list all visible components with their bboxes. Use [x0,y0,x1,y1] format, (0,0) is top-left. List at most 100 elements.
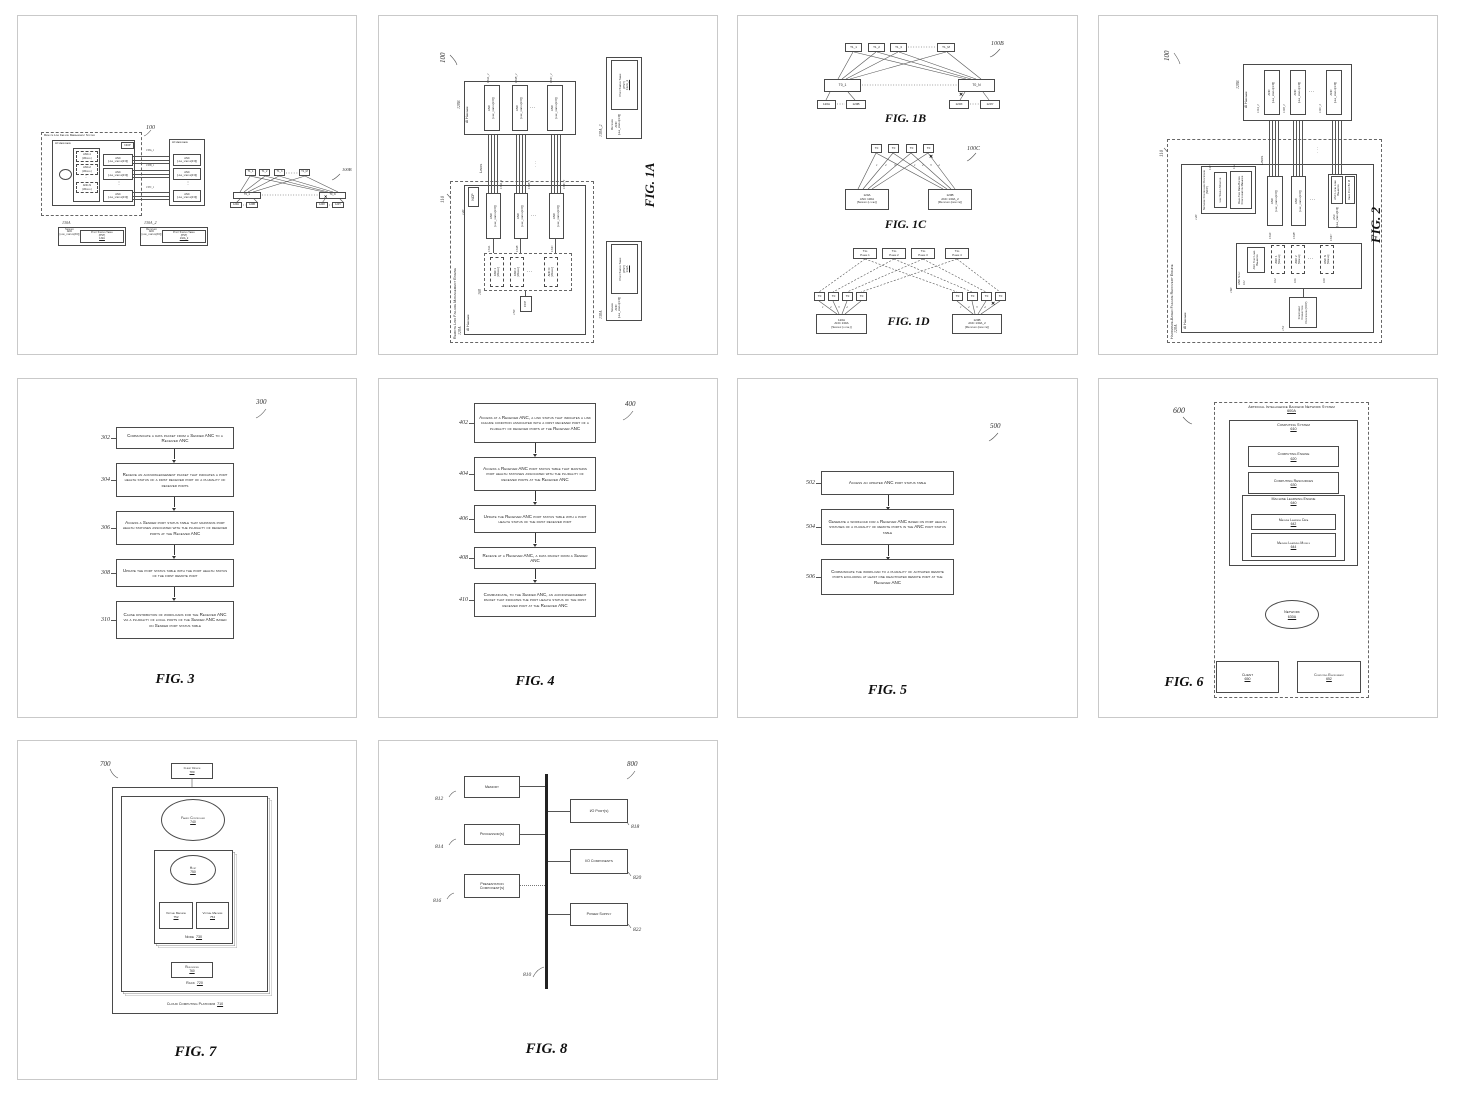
fig1a-ref-100: 100 [439,52,447,64]
front-anc2-cell: ANC-2(Wrkld) [76,164,98,175]
txt: NCP [471,193,476,201]
fig4-step-410: Communicate, to the Sender ANC, an ackno… [474,583,596,617]
fig2-valid-port-bit: Valid Port Bit M [1345,176,1355,204]
sheet-fig1a[interactable]: 100 Remote Link Failure Management Engin… [378,15,718,355]
conn [494,131,495,193]
txt: Receiver [146,227,157,231]
fig3-ref-302: 302 [101,435,110,441]
conn [520,885,545,886]
fig1a-ref-140: 140 [461,209,465,215]
fig2-ref-130c2: 130C_2 [1319,104,1322,113]
front-mini-120y: 120Y [332,202,344,208]
txt: [link_status[3:0]] [554,97,558,119]
sheet-fig8[interactable]: 800 Memory 812 Processor(s) 814 Presenta… [378,740,718,1080]
txt: [link_status[3:0]] [177,174,197,177]
fig1c-num: 2 [885,163,887,167]
sheet-fig4[interactable]: 400 Access at a Receiver ANC, a link sta… [378,378,718,718]
txt: 750 [190,870,196,874]
fig2-vdots-right: ⋮ [1309,89,1315,94]
sheet-front-page[interactable]: Remote Link Failure Management System 10… [17,15,357,355]
front-mini-120b: 120B [246,202,258,208]
txt: 600A [1287,409,1296,414]
flow-arrow [886,545,890,560]
conn [1275,115,1276,176]
txt: 650 [1244,677,1251,681]
fig4-step-406: Update the Receiver ANC port status tabl… [474,505,596,533]
fig1d-num: 1 [822,305,824,309]
fig4-ref-404: 404 [459,471,468,477]
conn [111,573,116,574]
fig1b-t1-1: T1_1 [845,43,862,52]
txt: [link_status[3:0]] [177,196,197,199]
conn [133,170,173,171]
conn [493,239,494,253]
txt: ANC [115,170,121,174]
txt: [link_status[3:0]] [1297,81,1301,104]
fig2-ref-130b2: 130B_2 [1283,104,1286,113]
txt: 120B [973,317,981,322]
fig5-leader [988,432,999,442]
conn [111,480,116,481]
front-ref-130b1: 130B_1 [146,164,155,167]
conn [1293,115,1294,176]
fig3-step-308: Update the port status table with the po… [116,559,234,587]
txt: T0 [845,293,850,298]
fig3-step-302: Communicate a data packet from a Sender … [116,427,234,449]
txt: 710 [217,1002,224,1006]
txt: Generate a workload for a Receiver ANC b… [828,519,947,535]
sheet-fig3[interactable]: 300 Communicate a data packet from a Sen… [17,378,357,718]
txt: T0_N [972,83,981,88]
sheet-fig6[interactable]: 600 Artificial Intelligence Backend Netw… [1098,378,1438,718]
fig2-ncp-title: Network Controller Processor (NCP) [1202,170,1210,210]
fig1a-rotated-drawing: 100 Remote Link Failure Management Engin… [384,21,714,351]
txt: T1_2 [873,44,880,49]
fig1d-t0-l3: T0 [842,292,853,301]
conn [469,558,474,559]
fig1c-x-mark: ✕ [929,154,934,160]
sheet-fig5[interactable]: 500 Access an updated ANC port status ta… [737,378,1078,718]
fig8-power-supply-box: Power Supply [570,903,628,926]
fig2-local-load-balancer: ANC Local Load Balancer [1331,176,1343,204]
txt: ANC-1 [83,153,91,157]
txt: T0 [970,293,975,298]
flow-arrow [533,443,537,457]
sheet-fig1b-1c-1d[interactable]: T1_1 T1_2 T1_3 T1_M 100B T0_1 T0_N 120A … [737,15,1078,355]
txt: T1s [891,249,897,254]
fig8-ref-822: 822 [633,927,642,933]
fig3-ref-304: 304 [101,477,110,483]
conn [548,861,570,862]
front-sender-ref: 130A [62,220,71,225]
txt: ANC [115,156,121,160]
fig8-ref-818: 818 [631,824,640,830]
fig1a-ref-130b1: 130B_1 [527,179,531,189]
conn [133,159,173,161]
txt: Virtual Machine [202,910,223,915]
conn [1278,115,1279,176]
txt: Resources [185,965,199,970]
txt: Virtual Machine [166,910,186,915]
sheet-fig2[interactable]: 100 Hardware-Based Failure Recovery Engi… [1098,15,1438,355]
txt: (Wrkld) [82,169,92,173]
front-anc-left-1: ANC[link_status[3:0]] [103,154,133,166]
txt: Access an updated ANC port status table [848,480,927,486]
fig1a-ref-130a2: 130A_2 [486,73,490,83]
txt: [link_status[3:0]] [519,97,523,119]
txt: ANC 130A_2 [941,196,959,201]
fig6-system-title: Artificial Intelligence Backend Network … [1216,405,1367,414]
txt: 120B [249,202,255,206]
fig1d-num: 3 [976,305,978,309]
fig1a-ai-hw-right-label: AI Hardware [465,106,469,123]
fig4-ref-402: 402 [459,420,468,426]
conn [469,474,474,475]
fig2-ccp-box: Component Connection Processor (CCP) [1289,297,1317,328]
fig8-memory-box: Memory [464,776,520,798]
txt: 652 [1326,677,1332,681]
txt: Memory [485,784,499,789]
fig1a-ref-130c: 130C [550,245,554,252]
front-sender-pst: Port Status Table(PST)132A [80,230,124,243]
txt: Machine Learning Data [1278,517,1309,522]
